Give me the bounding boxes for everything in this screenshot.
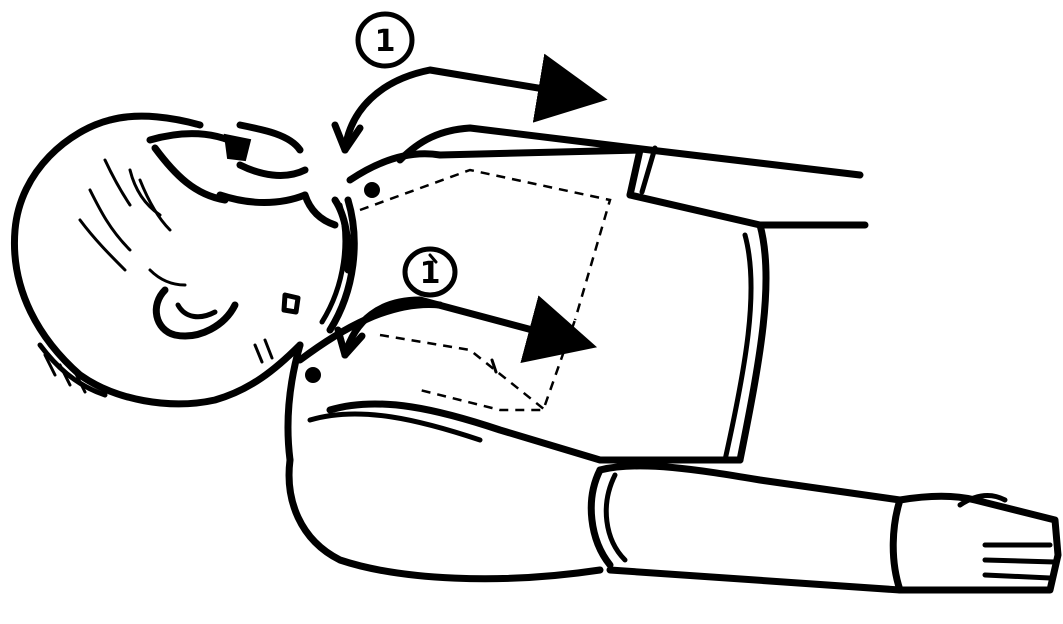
step-marker-chest: 1 <box>405 249 455 295</box>
chest-compression-arrow <box>345 300 570 355</box>
step-marker-top: 1 <box>358 14 412 66</box>
step-marker-top-label: 1 <box>375 24 396 59</box>
manikin-arm-icon <box>289 460 1058 590</box>
manikin-torso-icon <box>288 128 865 460</box>
step-marker-chest-label: 1 <box>420 256 441 291</box>
